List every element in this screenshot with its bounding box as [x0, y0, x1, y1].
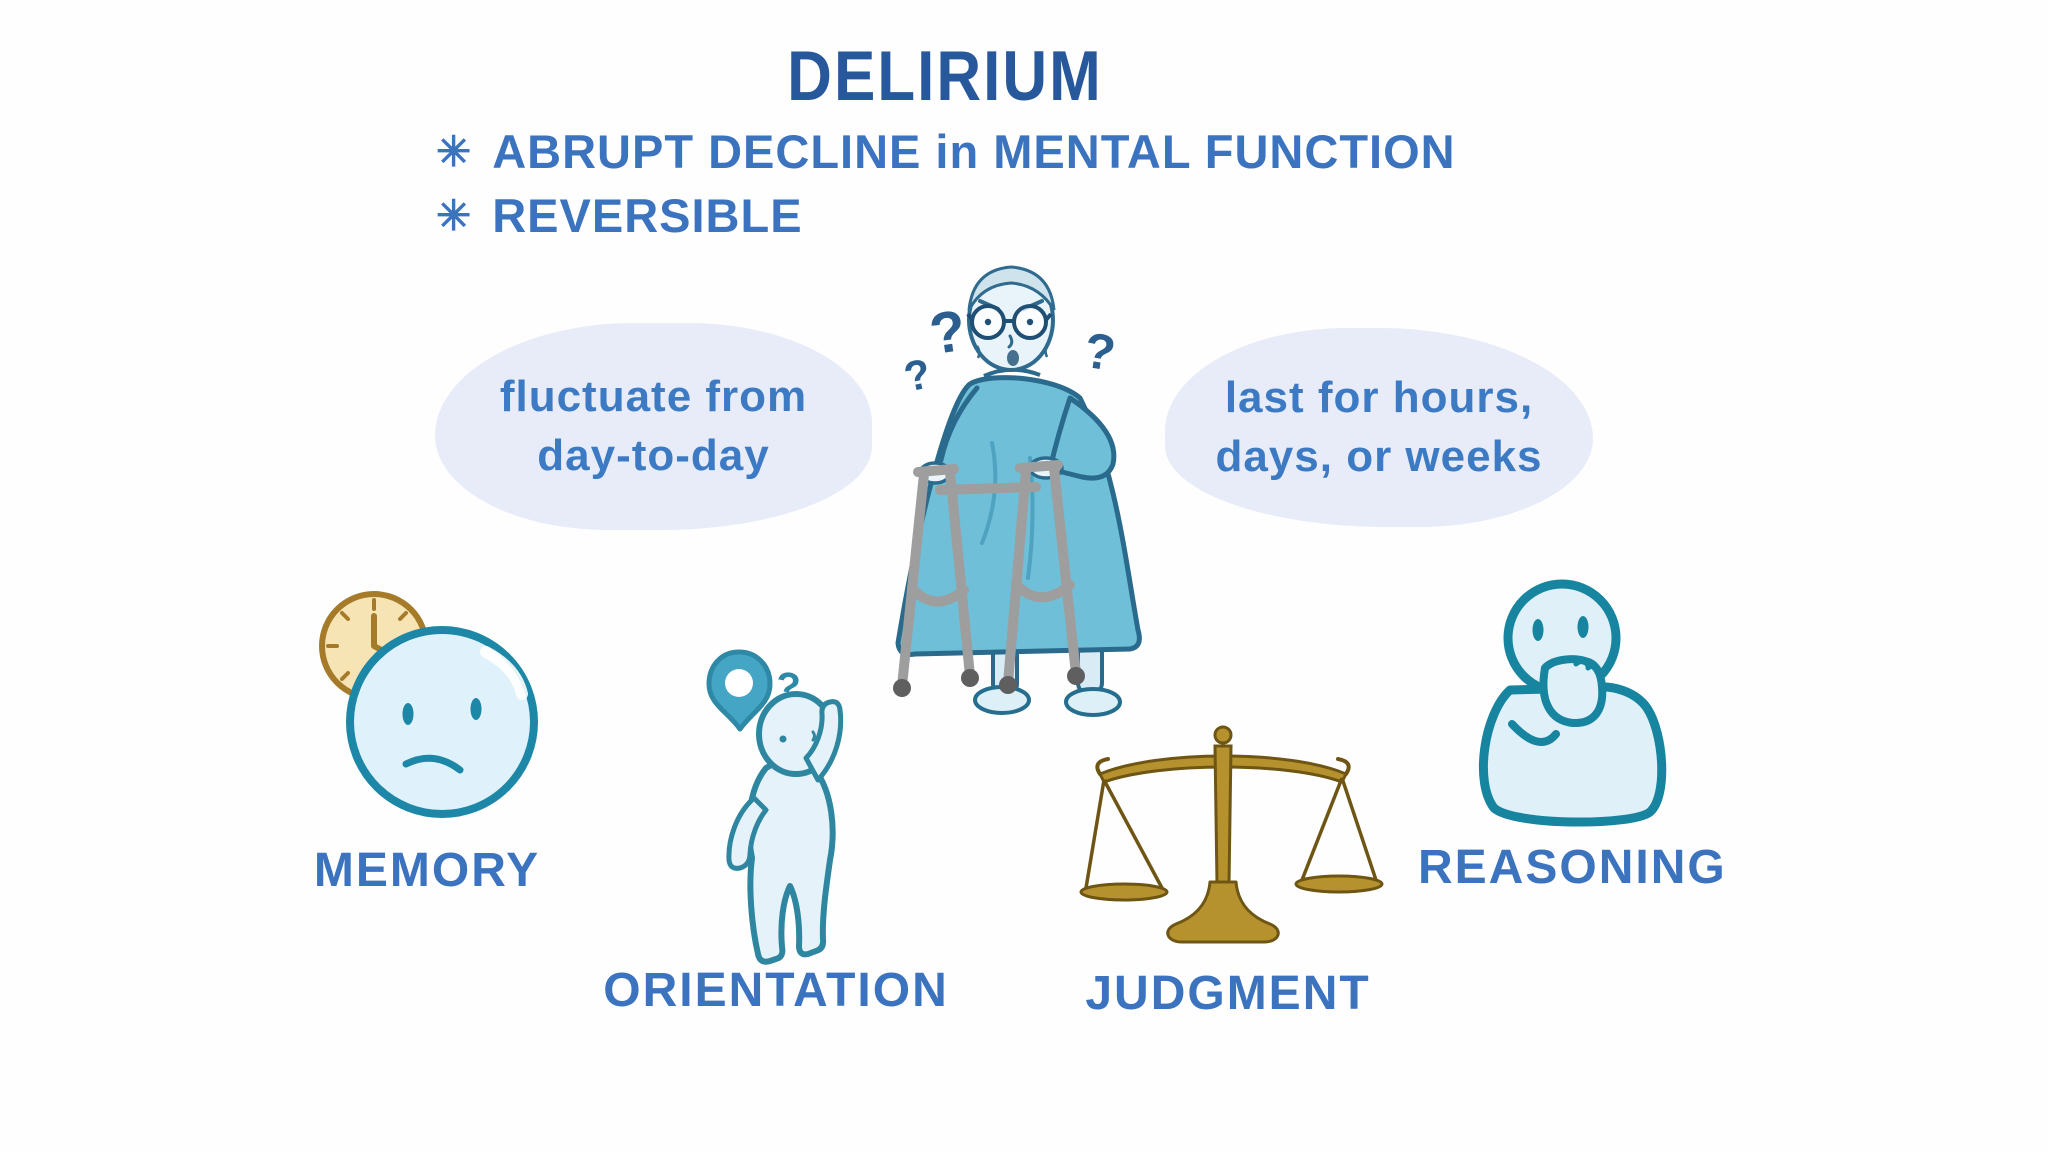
lost-person-location-pin-icon: ?: [706, 649, 844, 965]
patient-head: [966, 265, 1056, 372]
feature-label-judgment: JUDGMENT: [1085, 967, 1371, 1020]
bubble-line: day-to-day: [537, 430, 770, 480]
bubble-line: fluctuate from: [499, 372, 808, 422]
slipper: [1064, 687, 1122, 717]
feature-label-reasoning: REASONING: [1418, 841, 1727, 894]
bullet-text: ABRUPT DECLINE in MENTAL FUNCTION: [492, 125, 1456, 178]
walker-leg-tips: [893, 667, 1085, 697]
sad-face-with-clock-icon: [319, 591, 538, 818]
asterisk-icon: ✳: [436, 192, 473, 239]
elderly-patient-with-walker-illustration: ? ? ?: [893, 265, 1142, 717]
feature-label-orientation: ORIENTATION: [603, 964, 949, 1017]
feature-label-memory: MEMORY: [313, 844, 541, 897]
speech-bubble-duration: last for hours, days, or weeks: [1165, 328, 1593, 527]
bullet-reversible: ✳ REVERSIBLE: [436, 188, 1456, 252]
thinking-person-figure: [1478, 579, 1667, 827]
mouth: [1007, 350, 1019, 366]
question-mark-icon: ?: [926, 298, 970, 367]
speech-bubble-fluctuate: fluctuate from day-to-day: [435, 323, 872, 530]
page-title: DELIRIUM: [787, 37, 1103, 116]
hair: [967, 265, 1056, 311]
thinking-person-icon: [1478, 579, 1667, 827]
asterisk-icon: ✳: [436, 128, 473, 175]
bullet-text: REVERSIBLE: [492, 189, 803, 242]
bubble-line: days, or weeks: [1215, 431, 1543, 481]
bubble-line: last for hours,: [1224, 373, 1534, 423]
walker: [897, 460, 1081, 691]
question-mark-icon: ?: [900, 349, 935, 400]
sad-face: [346, 626, 538, 818]
balance-scale-icon: [1079, 725, 1384, 944]
key-points-list: ✳ ABRUPT DECLINE in MENTAL FUNCTION ✳ RE…: [436, 124, 1456, 252]
question-mark-icon: ?: [1080, 322, 1119, 382]
location-pin-icon: [706, 649, 773, 732]
bullet-abrupt-decline: ✳ ABRUPT DECLINE in MENTAL FUNCTION: [436, 124, 1456, 188]
lost-person-figure: [726, 691, 844, 965]
